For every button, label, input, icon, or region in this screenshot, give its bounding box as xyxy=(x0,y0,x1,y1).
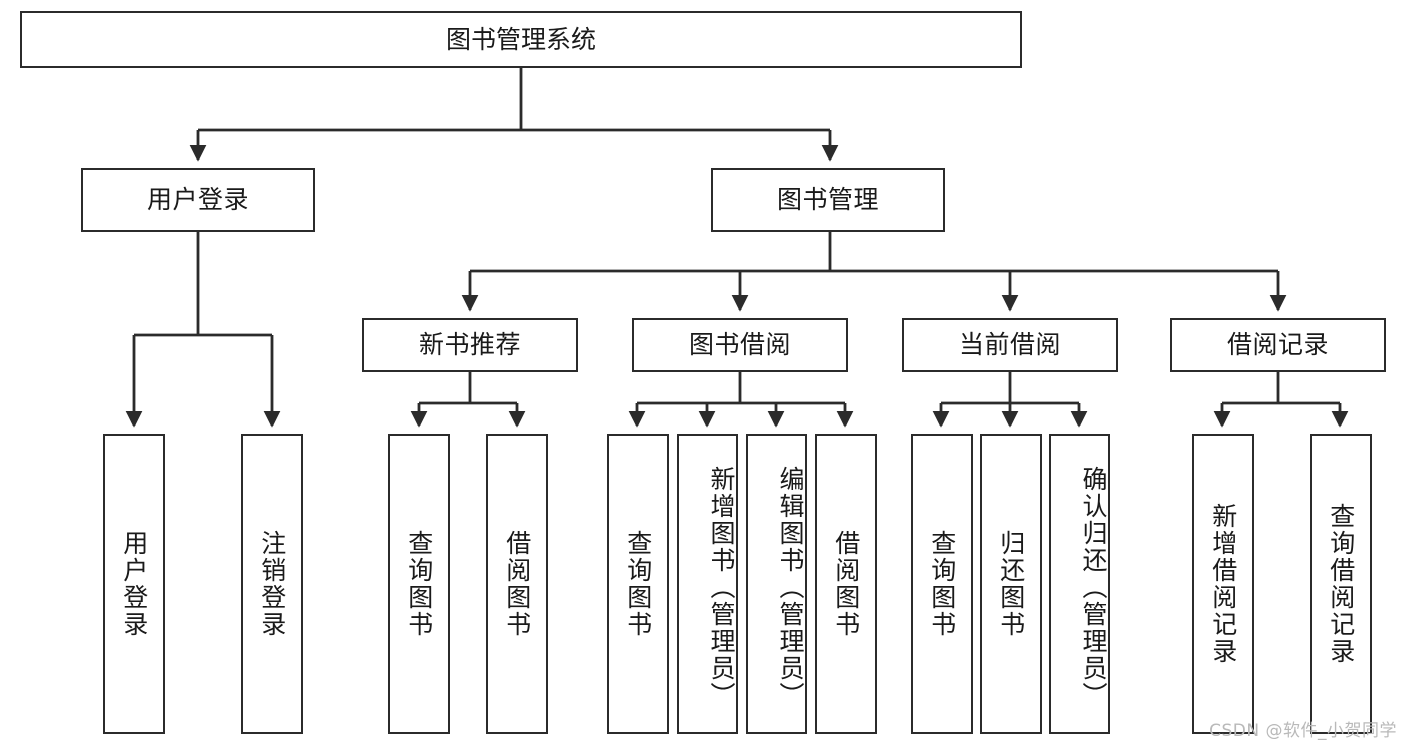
leaf-add-book[interactable]: 新增图书（管理员） xyxy=(677,434,738,734)
node-label: 图书借阅 xyxy=(688,330,791,360)
node-label: 注销登录 xyxy=(257,530,287,638)
leaf-return-book[interactable]: 归还图书 xyxy=(980,434,1042,734)
node-label: 借阅图书 xyxy=(831,530,861,638)
leaf-user-login[interactable]: 用户登录 xyxy=(103,434,165,734)
leaf-query-book-current[interactable]: 查询图书 xyxy=(911,434,973,734)
node-label: 借阅记录 xyxy=(1226,330,1329,360)
node-label: 确认归还（管理员） xyxy=(1079,465,1108,709)
node-label: 图书管理 xyxy=(776,185,879,215)
node-new-book-recommend[interactable]: 新书推荐 xyxy=(362,318,578,372)
node-label: 查询图书 xyxy=(404,530,434,638)
node-book-borrow[interactable]: 图书借阅 xyxy=(632,318,848,372)
node-label: 用户登录 xyxy=(119,530,149,638)
node-label: 新书推荐 xyxy=(418,330,521,360)
leaf-query-book-recommend[interactable]: 查询图书 xyxy=(388,434,450,734)
leaf-confirm-return[interactable]: 确认归还（管理员） xyxy=(1049,434,1110,734)
node-label: 新增借阅记录 xyxy=(1208,503,1238,665)
node-label: 用户登录 xyxy=(146,185,249,215)
leaf-add-borrow-record[interactable]: 新增借阅记录 xyxy=(1192,434,1254,734)
node-root-system[interactable]: 图书管理系统 xyxy=(20,11,1022,68)
node-label: 归还图书 xyxy=(996,530,1026,638)
leaf-borrow-book-borrow[interactable]: 借阅图书 xyxy=(815,434,877,734)
node-book-manage[interactable]: 图书管理 xyxy=(711,168,945,232)
node-label: 查询图书 xyxy=(927,530,957,638)
leaf-logout-login[interactable]: 注销登录 xyxy=(241,434,303,734)
node-label: 查询图书 xyxy=(623,530,653,638)
node-label: 编辑图书（管理员） xyxy=(776,465,805,709)
leaf-edit-book[interactable]: 编辑图书（管理员） xyxy=(746,434,807,734)
node-label: 当前借阅 xyxy=(958,330,1061,360)
node-user-login[interactable]: 用户登录 xyxy=(81,168,315,232)
leaf-borrow-book-recommend[interactable]: 借阅图书 xyxy=(486,434,548,734)
node-label: 查询借阅记录 xyxy=(1326,503,1356,665)
leaf-query-book-borrow[interactable]: 查询图书 xyxy=(607,434,669,734)
node-label: 借阅图书 xyxy=(502,530,532,638)
node-label: 图书管理系统 xyxy=(445,24,596,54)
leaf-query-borrow-record[interactable]: 查询借阅记录 xyxy=(1310,434,1372,734)
node-label: 新增图书（管理员） xyxy=(707,465,736,709)
node-borrow-record[interactable]: 借阅记录 xyxy=(1170,318,1386,372)
node-current-borrow[interactable]: 当前借阅 xyxy=(902,318,1118,372)
